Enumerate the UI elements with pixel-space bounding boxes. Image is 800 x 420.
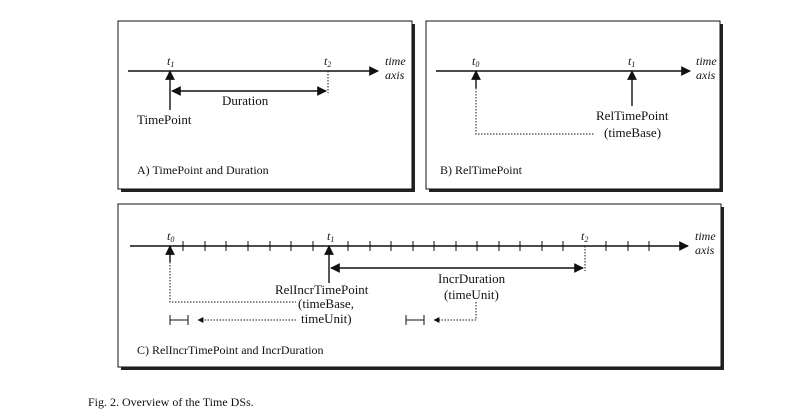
panel-c-relincr-label-1: RelIncrTimePoint	[275, 282, 369, 297]
panel-b-t0-label: t0	[472, 54, 479, 69]
panel-b-frame	[425, 20, 721, 190]
panel-c-frame	[117, 203, 722, 368]
panel-c-timeunit-interval-left	[169, 315, 189, 325]
panel-c-axis-axis-label: axis	[695, 243, 715, 257]
panel-c: time axis t0 t1 t2	[117, 203, 724, 370]
panel-c-caption: C) RelIncrTimePoint and IncrDuration	[137, 343, 324, 357]
panel-b-timebase-label: (timeBase)	[604, 125, 661, 140]
panel-c-t0-label: t0	[167, 229, 174, 244]
panel-c-incrduration-label: IncrDuration	[438, 271, 506, 286]
panel-b-axis-axis-label: axis	[696, 68, 716, 82]
panel-a-axis-time-label: time	[385, 54, 406, 68]
panel-c-relincr-label-3: timeUnit)	[301, 311, 352, 326]
panel-c-timebase-dotted-link	[169, 262, 296, 303]
panel-a-t2-label: t2	[324, 54, 331, 69]
panel-b-t1-label: t1	[628, 54, 635, 69]
panel-b-timebase-dotted-link	[475, 88, 594, 135]
panel-c-timeunit-label: (timeUnit)	[444, 287, 499, 302]
panel-c-t1-label: t1	[327, 229, 334, 244]
panel-a-caption: A) TimePoint and Duration	[137, 163, 269, 177]
panel-c-t2-label: t2	[581, 229, 588, 244]
panel-a-t1-label: t1	[167, 54, 174, 69]
panel-a-axis-axis-label: axis	[385, 68, 405, 82]
panel-a: time axis t1 t2 TimePoint Duration A) Ti…	[117, 20, 415, 192]
panel-a-duration-label: Duration	[222, 93, 269, 108]
panel-b-caption: B) RelTimePoint	[440, 163, 523, 177]
panel-c-relincr-label-2: (timeBase,	[298, 296, 354, 311]
panel-b-reltimepoint-label: RelTimePoint	[596, 108, 669, 123]
panel-c-timeunit-dotted-arrow-right	[433, 302, 477, 323]
panel-c-axis-time-label: time	[695, 229, 716, 243]
figure-caption: Fig. 2. Overview of the Time DSs.	[88, 395, 254, 409]
panel-a-frame	[117, 20, 413, 190]
panel-b-axis-time-label: time	[696, 54, 717, 68]
panel-c-ticks	[182, 241, 650, 251]
panel-c-timeunit-interval-right	[405, 315, 425, 325]
panel-a-timepoint-label: TimePoint	[137, 112, 192, 127]
panel-b: time axis t0 t1 RelTimePoint (timeBase) …	[425, 20, 723, 192]
